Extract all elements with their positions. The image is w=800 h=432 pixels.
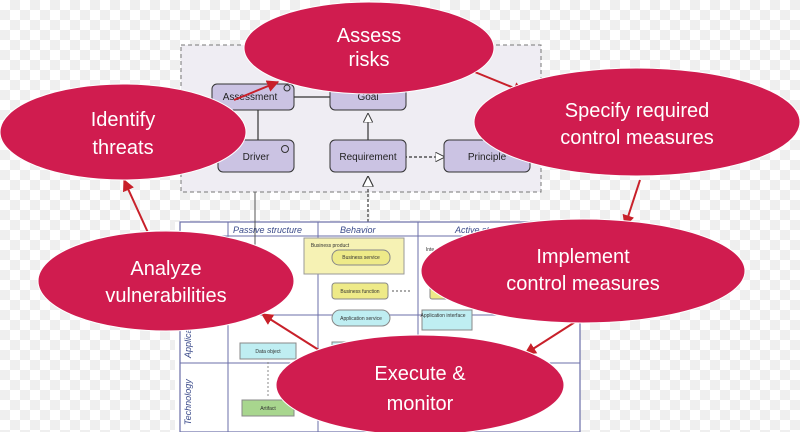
application-service-element: Application service	[331, 309, 391, 327]
svg-text:Business function: Business function	[340, 289, 379, 295]
gear-icon	[281, 145, 289, 153]
specify-to-implement-arrow	[622, 179, 641, 228]
svg-text:monitor: monitor	[387, 393, 454, 415]
svg-text:Assess: Assess	[337, 25, 401, 47]
svg-text:Application service: Application service	[340, 316, 382, 322]
magnifier-icon	[283, 84, 291, 92]
step-analyze-vulnerabilities: Analyze vulnerabilities	[37, 230, 295, 332]
application-interface-element: Application interface	[420, 309, 473, 331]
svg-text:Driver: Driver	[243, 152, 270, 163]
svg-text:control measures: control measures	[506, 273, 659, 295]
data-object-element: Data object	[239, 342, 297, 360]
interface-top-label: Inte	[426, 247, 435, 253]
svg-text:Data object: Data object	[255, 349, 281, 355]
svg-text:risks: risks	[348, 49, 389, 71]
svg-text:Identify: Identify	[91, 109, 155, 131]
analyze-to-identify-arrow	[123, 178, 151, 238]
col-active-structure: Active stru	[454, 225, 497, 235]
row-technology: Technology	[183, 379, 193, 425]
business-service-element: Business service	[331, 249, 391, 266]
svg-text:Specify required: Specify required	[565, 100, 710, 122]
svg-text:Application interface: Application interface	[420, 313, 465, 319]
execute-to-analyze-arrow	[260, 313, 323, 353]
step-execute-monitor: Execute & monitor	[275, 334, 565, 432]
svg-text:Analyze: Analyze	[130, 258, 201, 280]
step-identify-threats: Identify threats	[0, 83, 247, 181]
requirement-box: Requirement	[329, 139, 407, 173]
step-assess-risks: Assess risks	[243, 1, 495, 95]
svg-text:vulnerabilities: vulnerabilities	[105, 285, 226, 307]
step-implement-control-measures: Implement control measures	[420, 218, 746, 324]
svg-text:Principle: Principle	[468, 152, 507, 163]
row-application: Applicati	[183, 323, 193, 359]
business-function-element: Business function	[331, 282, 389, 300]
svg-text:Artifact: Artifact	[260, 406, 276, 412]
svg-text:control measures: control measures	[560, 127, 713, 149]
svg-text:Goal: Goal	[357, 92, 378, 103]
svg-text:threats: threats	[92, 137, 153, 159]
svg-text:Requirement: Requirement	[339, 152, 396, 163]
svg-text:Execute &: Execute &	[374, 363, 466, 385]
svg-text:Implement: Implement	[536, 246, 630, 268]
svg-text:Business product: Business product	[311, 243, 350, 249]
svg-text:Assessment: Assessment	[223, 92, 278, 103]
col-passive-structure: Passive structure	[233, 225, 302, 235]
col-behavior: Behavior	[340, 225, 377, 235]
identify-to-assess-arrow	[233, 80, 280, 101]
step-specify-control-measures: Specify required control measures	[473, 67, 800, 177]
svg-text:Business service: Business service	[342, 255, 380, 261]
